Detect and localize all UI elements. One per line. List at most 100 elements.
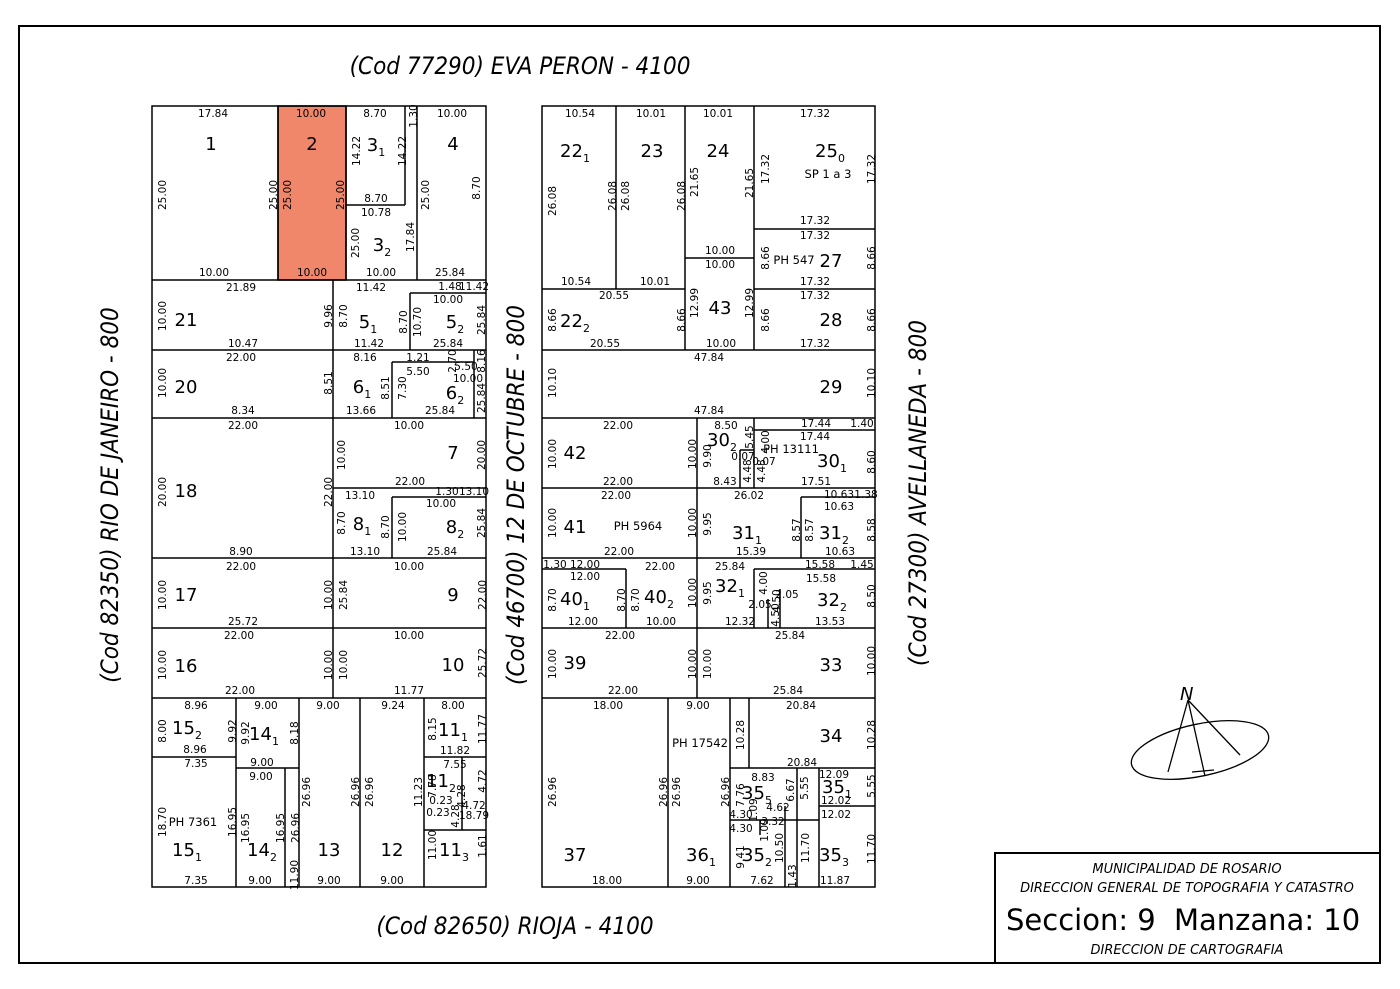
lot-7[interactable]: 7: [447, 443, 458, 464]
lot-11-2[interactable]: 112: [426, 771, 456, 795]
lot-9[interactable]: 9: [447, 585, 458, 606]
lot-40-2[interactable]: 402: [644, 587, 674, 611]
left-block-dimension: 10.00: [296, 108, 326, 120]
right-block-dimension: 20.55: [599, 290, 629, 302]
lot-11-3[interactable]: 113: [439, 840, 469, 864]
right-block-dimension: 20.55: [590, 338, 620, 350]
right-block-dimension: 10.63: [824, 501, 854, 513]
lot-10[interactable]: 10: [442, 655, 465, 676]
lot-3-1[interactable]: 31: [367, 135, 385, 159]
lot-35-5[interactable]: 355: [742, 783, 772, 807]
right-block-dimension: 26.08: [547, 186, 559, 216]
lot-2[interactable]: 2: [306, 134, 317, 155]
left-block-dimension: 11.00: [427, 830, 439, 860]
lot-34[interactable]: 34: [820, 726, 843, 747]
left-block-dimension: 1.21: [406, 352, 429, 364]
ph-label: PH 547: [773, 253, 814, 267]
left-block-dimension: 25.84: [425, 405, 455, 417]
street-bottom-label: (Cod 82650) RIOJA - 4100: [376, 912, 653, 940]
lot-27[interactable]: 27: [820, 251, 843, 272]
lot-35-2[interactable]: 352: [742, 845, 772, 869]
lot-29[interactable]: 29: [820, 377, 843, 398]
highlighted-parcel-2[interactable]: [277, 105, 347, 281]
lot-35-3[interactable]: 353: [819, 845, 849, 869]
lot-6-2[interactable]: 62: [446, 383, 464, 407]
left-block-dimension: 25.00: [335, 180, 347, 210]
lot-8-2[interactable]: 82: [446, 517, 464, 541]
right-block-dimension: 4.62: [766, 802, 789, 814]
left-block-dimension: 9.00: [380, 875, 403, 887]
lot-8-1[interactable]: 81: [353, 514, 371, 538]
lot-1[interactable]: 1: [205, 134, 216, 155]
north-arrow-icon: N: [1130, 684, 1270, 780]
left-block-dimension: 10.00: [437, 108, 467, 120]
lot-24[interactable]: 24: [707, 141, 730, 162]
lot-18[interactable]: 18: [175, 481, 198, 502]
lot-32-1[interactable]: 321: [715, 576, 745, 600]
lot-43[interactable]: 43: [709, 298, 732, 319]
left-block-dimension: 5.50: [406, 366, 429, 378]
left-block-dimension: 22.00: [477, 580, 489, 610]
lot-31-2[interactable]: 312: [819, 523, 849, 547]
left-block-dimension: 10.00: [433, 294, 463, 306]
right-block-dimension: 5.45: [744, 425, 756, 448]
lot-35-1[interactable]: 351: [822, 777, 852, 801]
lot-11-1[interactable]: 111: [438, 720, 468, 744]
right-block-dimension: 2.05: [775, 589, 798, 601]
left-block-dimension: 7.78: [427, 774, 439, 797]
left-block-dimension: 8.70: [338, 304, 350, 327]
lot-31-1[interactable]: 311: [732, 523, 762, 547]
lot-32-2[interactable]: 322: [817, 590, 847, 614]
right-block-dimension: 7.76: [735, 783, 747, 807]
lot-23[interactable]: 23: [641, 141, 664, 162]
lot-22-1[interactable]: 221: [560, 141, 590, 165]
right-block-dimension: 8.58: [866, 518, 878, 541]
lot-42[interactable]: 42: [564, 443, 587, 464]
lot-20[interactable]: 20: [175, 377, 198, 398]
lot-33[interactable]: 33: [820, 655, 843, 676]
left-block-dimension: 10.00: [397, 512, 409, 542]
right-block-dimension: 9.00: [686, 700, 709, 712]
manzana-label: Manzana: 10: [1174, 903, 1360, 937]
left-block-dimension: 8.51: [323, 371, 335, 394]
lot-25-0[interactable]: 250: [815, 141, 845, 165]
ph-label: PH 13111: [763, 442, 819, 456]
right-block-dimension: 0.07: [731, 451, 754, 463]
lot-17[interactable]: 17: [175, 585, 198, 606]
left-block-dimension: 10.00: [157, 580, 169, 610]
lot-41[interactable]: 41: [564, 517, 587, 538]
lot-30-1[interactable]: 301: [817, 451, 847, 475]
right-block-dimension: 8.60: [866, 450, 878, 473]
left-block-dimension: 10.00: [157, 301, 169, 331]
lot-14-1[interactable]: 141: [249, 724, 279, 748]
lot-30-2[interactable]: 302: [707, 430, 737, 454]
lot-15-2[interactable]: 152: [172, 718, 202, 742]
right-block-dimension: 8.70: [616, 588, 628, 611]
left-block-dimension: 25.00: [157, 180, 169, 210]
lot-21[interactable]: 21: [175, 310, 198, 331]
right-block-dimension: 15.39: [736, 546, 766, 558]
lot-37[interactable]: 37: [564, 845, 587, 866]
lot-28[interactable]: 28: [820, 310, 843, 331]
lot-3-2[interactable]: 32: [373, 235, 391, 259]
lot-16[interactable]: 16: [175, 656, 198, 677]
right-block: [541, 105, 876, 888]
lot-14-2[interactable]: 142: [247, 840, 277, 864]
left-block-dimension: 25.72: [228, 616, 258, 628]
lot-40-1[interactable]: 401: [560, 589, 590, 613]
lot-13[interactable]: 13: [318, 840, 341, 861]
left-block-dimension: 17.84: [405, 222, 417, 252]
lot-5-1[interactable]: 51: [359, 312, 377, 336]
lot-12[interactable]: 12: [381, 840, 404, 861]
lot-39[interactable]: 39: [564, 653, 587, 674]
left-block-dimension: 9.00: [254, 700, 277, 712]
lot-36-1[interactable]: 361: [686, 845, 716, 869]
lot-6-1[interactable]: 61: [353, 377, 371, 401]
lot-22-2[interactable]: 222: [560, 311, 590, 335]
lot-5-2[interactable]: 52: [446, 312, 464, 336]
lot-4[interactable]: 4: [447, 134, 458, 155]
right-block-dimension: 11.70: [800, 833, 812, 863]
lot-15-1[interactable]: 151: [172, 840, 202, 864]
right-block-dimension: 9.00: [686, 875, 709, 887]
